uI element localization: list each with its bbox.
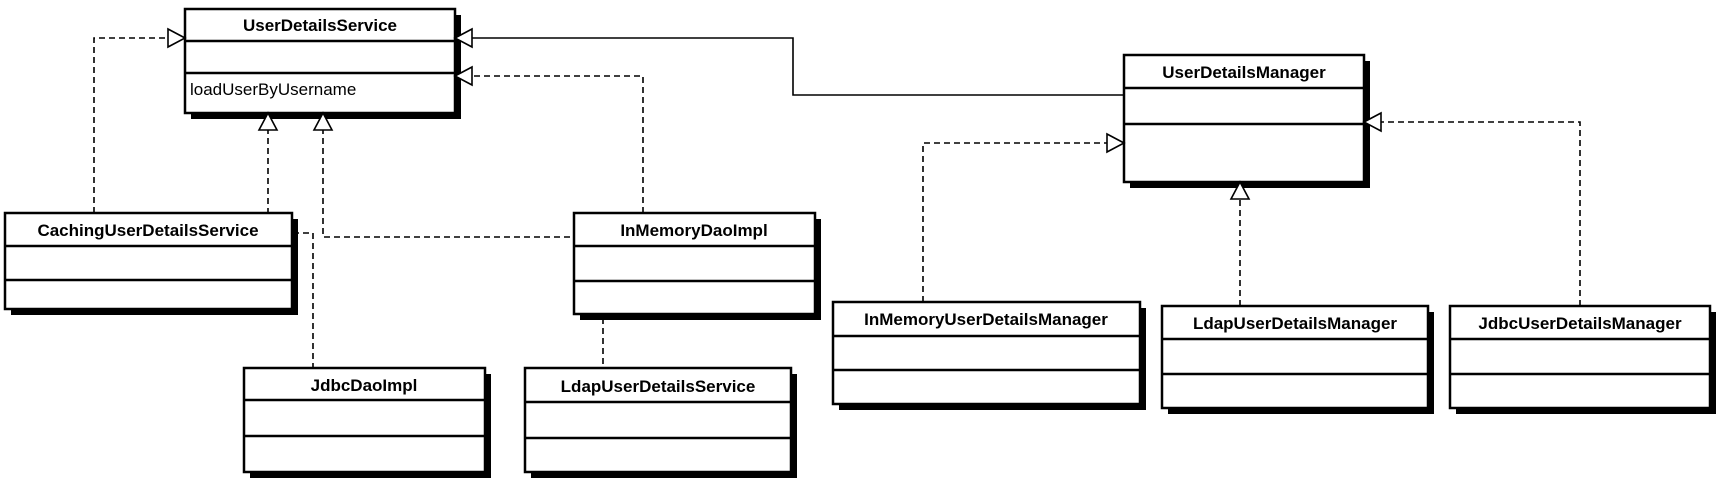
class-name: LdapUserDetailsService [561,377,756,396]
arrowheads [167,27,1382,200]
class-jdbc-user-details-manager: JdbcUserDetailsManager [1448,304,1716,414]
edge-jdbcdaoimpl-to-userdetailsservice [267,128,314,368]
class-name: LdapUserDetailsManager [1193,314,1397,333]
class-caching-user-details-service: CachingUserDetailsService [3,211,298,315]
class-ldap-user-details-service: LdapUserDetailsService [523,366,797,478]
class-name: UserDetailsManager [1162,63,1326,82]
realization-arrowhead [453,65,473,87]
class-jdbc-dao-impl: JdbcDaoImpl [242,366,491,478]
edge-inmemorydao-to-userdetailsservice [472,75,644,213]
class-in-memory-dao-impl: InMemoryDaoImpl [572,211,821,320]
class-in-memory-user-details-manager: InMemoryUserDetailsManager [831,300,1146,410]
edge-inmemorymanager-to-manager [922,142,1124,302]
realization-arrowhead [1229,180,1251,200]
class-name: UserDetailsService [243,16,397,35]
class-user-details-manager: UserDetailsManager [1122,53,1370,188]
realization-arrowhead [1362,111,1382,133]
class-name: InMemoryDaoImpl [620,221,767,240]
class-ldap-user-details-manager: LdapUserDetailsManager [1160,304,1434,414]
edge-jdbcmanager-to-manager [1376,121,1581,306]
method-load-user-by-username: loadUserByUsername [190,80,356,99]
generalization-arrowhead [453,27,473,49]
relationship-edges [93,37,1581,368]
class-user-details-service: UserDetailsService loadUserByUsername [183,7,461,119]
class-name: InMemoryUserDetailsManager [864,310,1108,329]
edge-ldapservice-to-userdetailsservice [322,128,604,368]
realization-arrowhead [257,111,279,131]
edge-manager-to-userdetailsservice [472,37,1124,96]
class-name: CachingUserDetailsService [37,221,258,240]
class-name: JdbcUserDetailsManager [1478,314,1682,333]
edge-caching-to-userdetailsservice [93,37,168,213]
realization-arrowhead [1106,132,1126,154]
class-name: JdbcDaoImpl [311,376,418,395]
realization-arrowhead [167,27,187,49]
realization-arrowhead [312,111,334,131]
